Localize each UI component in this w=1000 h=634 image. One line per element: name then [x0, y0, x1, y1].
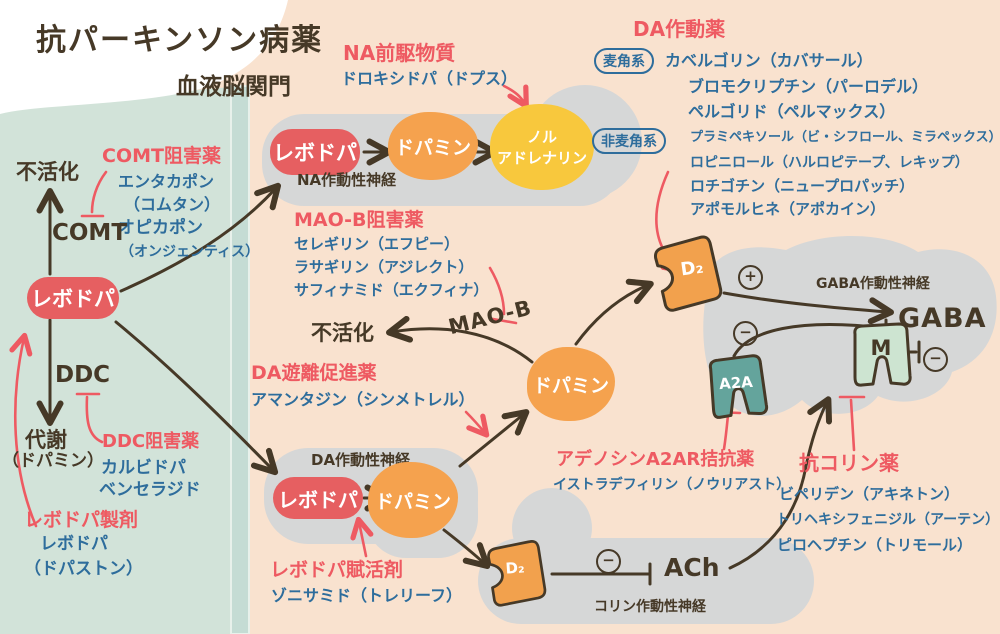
arrow-d2-excite-gaba: [722, 291, 894, 325]
levodopa-product-title: レボドパ製剤: [24, 509, 139, 531]
d2-receptor-lower-label: D₂: [504, 558, 526, 578]
levodopa-node-da: レボドパ: [273, 477, 363, 519]
drug-selegiline: セレギリン（エフピー）: [294, 235, 460, 253]
drug-rasagiline: ラサギリン（アジレクト）: [294, 258, 474, 276]
a2a-antagonist-title: アデノシンA2AR拮抗薬: [556, 449, 755, 470]
receptors: [487, 235, 912, 607]
line-maob-inhibit: [488, 266, 506, 316]
line-a2a-inhibit-gaba: [732, 322, 886, 358]
da-neuron-label: DA作動性神経: [311, 451, 411, 469]
drug-istradefylline: イストラデフィリン（ノウリアスト）: [553, 477, 791, 493]
page-title: 抗パーキンソン病薬: [36, 23, 324, 58]
comt-enzyme-label: COMT: [52, 220, 128, 246]
levodopa-activator-title: レボドパ賦活剤: [270, 559, 404, 581]
cholinergic-neuron-label: コリン作動性神経: [594, 599, 706, 615]
m-receptor-label: M: [870, 336, 892, 360]
da-agonist-title: DA作動薬: [633, 17, 726, 41]
ergot-badge: 麦角系: [594, 48, 654, 74]
drug-bromocriptine: ブロモクリプチン（パーロデル）: [688, 77, 929, 96]
tbar-maob-inhibit: [491, 317, 518, 325]
ddc-enzyme-label: DDC: [55, 362, 111, 388]
ach-label: ACh: [664, 553, 720, 582]
drug-pergolide: ペルゴリド（ペルマックス）: [688, 102, 896, 121]
drug-safinamide: サフィナミド（エクフィナ）: [294, 281, 489, 299]
arrow-da-release-drug: [464, 410, 490, 438]
drug-piroheptine: ピロヘプチン（トリモール）: [777, 536, 973, 554]
arrow-levodopa-cross-bbb-down: [114, 320, 279, 476]
drug-amantadine: アマンタジン（シンメトレル）: [251, 390, 475, 409]
bbb-label: 血液脳関門: [176, 74, 291, 100]
line-comt-inhibit: [90, 170, 108, 214]
drug-opicapone: オピカポン: [118, 218, 203, 238]
drug-biperiden: ビペリデン（アキネトン）: [779, 485, 960, 503]
arrow-ach-to-m: [728, 396, 833, 570]
arrow-dopamine-maob-inactivation: [386, 315, 534, 364]
d2-receptor-upper: [653, 235, 723, 312]
line-anticholinergic: [849, 398, 856, 452]
a2a-receptor-label: A2A: [718, 372, 754, 394]
dopamine-node-na: ドパミン: [388, 112, 478, 180]
na-neuron-label: NA作動性神経: [297, 171, 397, 189]
drug-ropinirole: ロピニロール（ハルロピテープ、レキップ）: [690, 155, 969, 171]
comt-inhibitor-title: COMT阻害薬: [102, 145, 221, 167]
drug-dopaston: （ドパストン）: [24, 559, 143, 579]
levodopa-node-left: レボドパ: [27, 277, 119, 319]
arrow-na-precursor: [502, 84, 529, 109]
drug-entacapone: エンタカポン: [118, 172, 215, 191]
anticholinergic-title: 抗コリン薬: [799, 451, 899, 475]
metabolism-sub-label: （ドパミン）: [2, 451, 104, 471]
dopamine-node-da: ドパミン: [368, 462, 458, 538]
arrow-dopamine-to-d2-lower: [442, 528, 491, 570]
minus-sign-icon-ach: −: [596, 549, 621, 574]
arrow-levodopa-activator: [350, 516, 374, 558]
a2a-receptor: [708, 354, 769, 419]
arrow-levodopa-cross-bbb-up: [119, 182, 282, 293]
drug-benserazide: ベンセラジド: [99, 480, 201, 500]
inactivation-label-mid: 不活化: [311, 321, 374, 345]
drug-ongentys: （オンジェンティス）: [120, 244, 260, 260]
outside-bbb-region: [0, 87, 232, 634]
drug-rotigotine: ロチゴチン（ニュープロパッチ）: [690, 177, 915, 195]
drug-apomorphine: アポモルヒネ（アポカイン）: [690, 200, 886, 218]
drug-pramipexole: プラミペキソール（ビ・シフロール、ミラペックス）: [690, 130, 1000, 145]
drug-cabergoline: カベルゴリン（カバサール）: [665, 51, 873, 70]
arrow-dopamine-to-d2: [574, 278, 654, 346]
nonergot-badge: 非麦角系: [592, 128, 666, 154]
line-ddc-inhibit: [85, 395, 104, 444]
drug-carbidopa: カルビドパ: [101, 458, 186, 478]
minus-sign-icon-m: −: [923, 347, 948, 372]
dopamine-node-released: ドパミン: [527, 347, 615, 421]
inactivation-label-left: 不活化: [16, 160, 79, 184]
arrow-levodopa-product: [9, 332, 38, 528]
noradrenaline-line1: ノル: [526, 128, 557, 146]
plus-sign-icon: +: [738, 265, 763, 290]
gaba-label: GABA: [898, 303, 987, 334]
metabolism-label: 代謝: [25, 428, 67, 452]
ddc-inhibitor-title: DDC阻害薬: [102, 431, 200, 452]
minus-sign-icon-a2a: −: [733, 321, 758, 346]
maob-inhibitor-title: MAO-B阻害薬: [294, 209, 424, 231]
drug-levodopa: レボドパ: [40, 534, 108, 554]
da-release-title: DA遊離促進薬: [251, 362, 377, 384]
drug-comtan: （コムタン）: [124, 195, 221, 214]
m-receptor: [853, 322, 912, 387]
levodopa-node-na: レボドパ: [270, 129, 360, 175]
na-precursor-title: NA前駆物質: [343, 41, 456, 65]
noradrenaline-node: ノル アドレナリン: [490, 104, 594, 190]
noradrenaline-line2: アドレナリン: [496, 149, 587, 167]
gaba-neuron-label: GABA作動性神経: [816, 276, 930, 292]
red-connectors: [9, 84, 866, 558]
line-a2a-antagonist: [722, 413, 730, 451]
drug-zonisamide: ゾニサミド（トレリーフ）: [271, 586, 463, 605]
title-corner-background: [0, 0, 288, 114]
arrow-dopamine-release: [458, 409, 530, 468]
bbb-barrier-stripe: [230, 85, 250, 634]
drug-droxidopa: ドロキシドパ（ドプス）: [341, 69, 518, 88]
d2-receptor-lower: [487, 539, 547, 607]
drug-trihexyphenidyl: トリヘキシフェニジル（アーテン）: [776, 512, 1000, 528]
